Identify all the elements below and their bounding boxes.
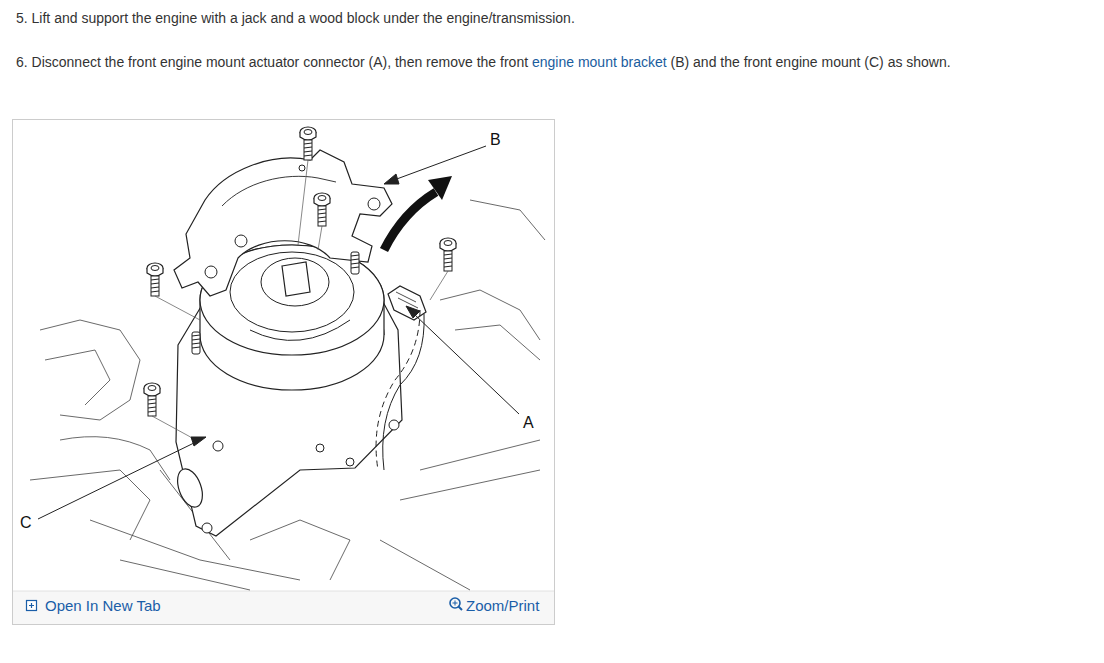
callout-letter: A — [523, 413, 534, 432]
leader-lines-part — [191, 437, 206, 446]
bolts-part — [152, 160, 448, 440]
engine-background-part — [90, 520, 300, 580]
leader-lines-part — [38, 442, 196, 519]
toolbar-icons-part — [459, 607, 463, 611]
engine-mount-body-part — [250, 320, 350, 340]
leader-lines-part — [394, 146, 486, 180]
engine-mount-bracket-part — [299, 165, 305, 171]
actuator-connector-part — [396, 292, 418, 308]
bolts-part — [144, 383, 160, 416]
engine-background — [30, 200, 545, 590]
engine-background-part — [455, 325, 540, 360]
engine-background-part — [380, 540, 470, 590]
bolts-part — [440, 238, 456, 271]
bolts-part — [147, 263, 163, 296]
engine-background-part — [60, 437, 170, 480]
engine-mount-body-part — [230, 252, 354, 332]
leader-lines — [38, 146, 519, 519]
lower-mount-plate-part — [316, 444, 324, 452]
removal-arrow — [384, 176, 452, 250]
leader-lines-part — [406, 306, 420, 318]
engine-background-part — [40, 320, 140, 420]
instruction-text: 6. Disconnect the front engine mount act… — [16, 54, 528, 70]
figure-frame-part — [13, 591, 554, 592]
instruction-text: (B) and the front engine mount (C) as sh… — [671, 54, 951, 70]
actuator-connector-part — [383, 314, 424, 470]
bolts-part — [314, 193, 330, 226]
engine-background-part — [440, 290, 540, 340]
engine-mount-bracket — [174, 150, 392, 296]
engine-background-part — [420, 440, 540, 470]
toolbar-icons-part — [29, 603, 34, 608]
toolbar-link: Open In New Tab — [45, 597, 161, 615]
engine-background-part — [30, 470, 150, 540]
figure-frame-part — [13, 120, 555, 625]
engine-background-part — [470, 200, 545, 240]
engine-mount-body-part — [282, 262, 310, 296]
engine-mount-bracket-part — [368, 198, 380, 210]
figure-frame — [13, 120, 555, 625]
instruction-step: 5. Lift and support the engine with a ja… — [16, 10, 575, 27]
link-text: engine mount bracket — [532, 54, 667, 70]
lower-mount-plate-part — [213, 441, 223, 451]
engine-mount-body-part — [261, 258, 329, 306]
toolbar-link: Zoom/Print — [466, 597, 539, 615]
callout-letter: B — [490, 130, 501, 149]
engine-background-part — [120, 560, 250, 590]
leader-lines-part — [384, 174, 399, 184]
engine-mount-bracket-part — [174, 150, 392, 296]
removal-arrow-part — [384, 192, 436, 250]
bolts-part — [351, 252, 359, 274]
figure-frame-part — [13, 591, 554, 624]
toolbar-icons-part — [453, 601, 458, 606]
toolbar-icons-part — [27, 601, 37, 611]
lower-mount-plate-part — [346, 458, 354, 466]
engine-background-part — [45, 350, 110, 405]
engine-background-part — [400, 470, 540, 500]
engine-mount-bracket-part — [235, 235, 247, 247]
lower-mount-plate-part — [389, 420, 399, 430]
callout-letter: C — [20, 513, 32, 532]
leader-lines-part — [414, 314, 519, 414]
removal-arrow-part — [428, 176, 452, 200]
actuator-connector — [376, 286, 426, 470]
lower-mount-plate-part — [173, 465, 207, 510]
instruction-step: 6. Disconnect the front engine mount act… — [16, 54, 955, 71]
engine-mount-bracket-part — [205, 266, 217, 278]
lower-mount-plate-part — [202, 523, 212, 533]
engine-background-part — [250, 520, 350, 580]
bolts-part — [192, 332, 200, 354]
bolts-part — [300, 127, 316, 160]
